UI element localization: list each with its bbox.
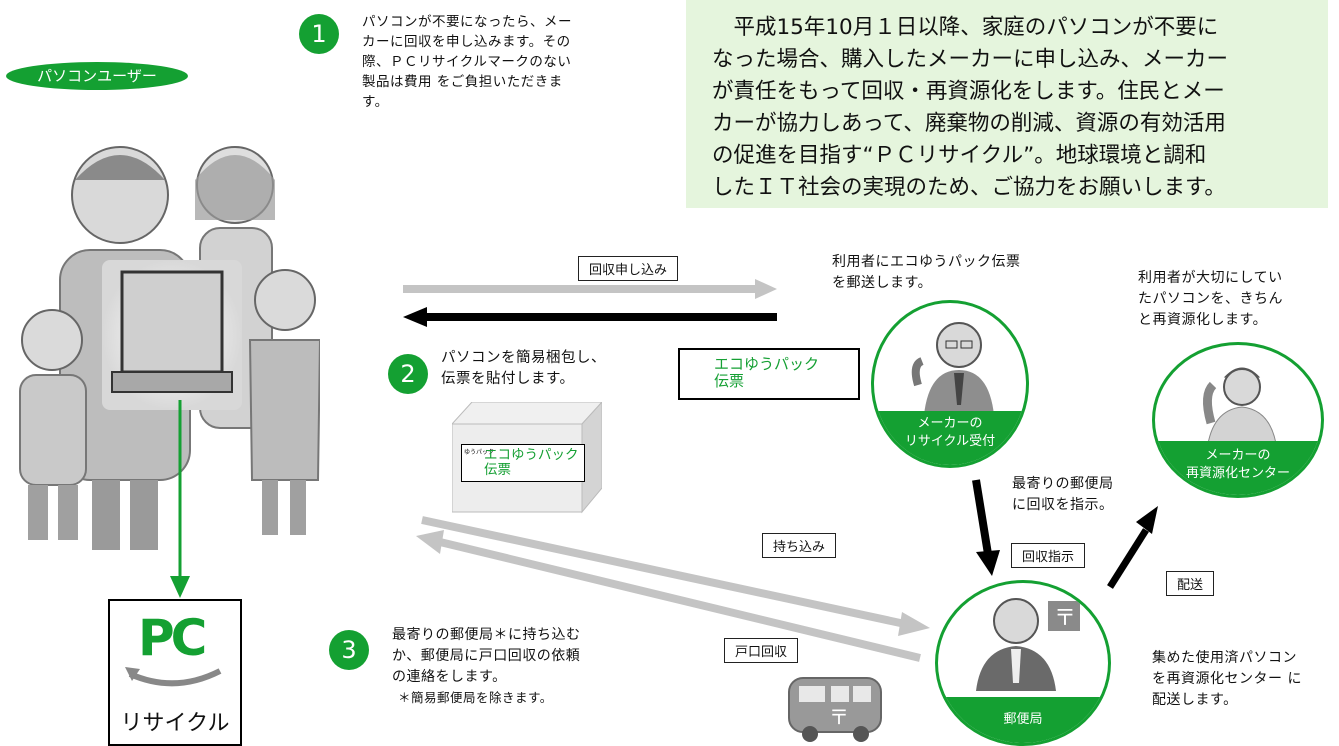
postal-van-icon: 〒	[788, 677, 882, 742]
recycle-text: 利用者が大切にしてい たパソコンを、きちん と再資源化します。	[1138, 270, 1283, 328]
step-1-text: パソコンが不要になったら、メー カーに回収を申し込みます。その 際、ＰＣリサイク…	[362, 14, 572, 110]
postman-figure: 〒	[976, 598, 1080, 691]
box-slip: ゆうパック エコゆうパック 伝票	[461, 444, 585, 482]
delivery-label: 配送	[1166, 571, 1215, 596]
intro-text: 平成15年10月１日以降、家庭のパソコンが不要に なった場合、購入したメーカーに…	[712, 15, 1229, 200]
step-3-badge: 3	[329, 630, 369, 670]
maker-reception-badge: メーカーの リサイクル受付	[871, 300, 1029, 468]
worker-figure	[1203, 367, 1278, 450]
collection-instruction-label: 回収指示	[1011, 543, 1086, 568]
send-slip-text: 利用者にエコゆうパック伝票 を郵送します。	[832, 254, 1021, 291]
intro-panel	[686, 0, 1328, 208]
request-arrows	[403, 279, 777, 327]
eco-slip: エコゆうパック 伝票	[678, 348, 860, 400]
box-slip-text: エコゆうパック 伝票	[484, 447, 579, 478]
bring-in-label: 持ち込み	[762, 533, 837, 558]
family-illustration	[19, 146, 320, 550]
step-2-text: パソコンを簡易梱包し、 伝票を貼付します。	[441, 350, 606, 387]
recycle-caption: リサイクル	[120, 711, 230, 736]
post-office-label: 郵便局	[938, 697, 1108, 743]
instruct-post-text: 最寄りの郵便局 に回収を指示。	[1012, 476, 1114, 513]
recycle-center-label: メーカーの 再資源化センター	[1155, 441, 1321, 495]
maker-reception-label: メーカーの リサイクル受付	[874, 411, 1026, 465]
collection-request-label: 回収申し込み	[578, 256, 679, 281]
pc-logo-text: PC	[138, 609, 207, 667]
bring-in-arrows	[416, 516, 930, 662]
step-1-badge: 1	[299, 14, 339, 54]
recycle-swoosh-icon	[125, 667, 222, 687]
door-collection-label: 戸口回収	[724, 638, 799, 663]
eco-slip-text: エコゆうパック 伝票	[714, 355, 820, 390]
green-down-arrow	[170, 400, 190, 598]
receptionist-figure	[911, 322, 994, 415]
box-slip-mark: ゆうパック	[464, 449, 495, 456]
instruction-delivery-arrows	[972, 479, 1158, 589]
postal-mark-icon: 〒	[1054, 606, 1076, 631]
recycle-center-badge: メーカーの 再資源化センター	[1152, 342, 1324, 498]
post-office-badge: 〒 郵便局	[935, 580, 1111, 746]
deliver-text: 集めた使用済パソコン を再資源化センター に 配送します。	[1152, 650, 1302, 708]
svg-text:〒: 〒	[829, 705, 849, 729]
pc-user-label: パソコンユーザー	[6, 62, 188, 90]
step-3-text: 最寄りの郵便局＊に持ち込む か、郵便局に戸口回収の依頼 の連絡をします。	[392, 627, 581, 685]
step-2-badge: 2	[388, 354, 428, 394]
pc-recycle-mark: PC リサイクル	[108, 599, 242, 746]
step-3-note: ＊簡易郵便局を除きます。	[398, 690, 553, 705]
